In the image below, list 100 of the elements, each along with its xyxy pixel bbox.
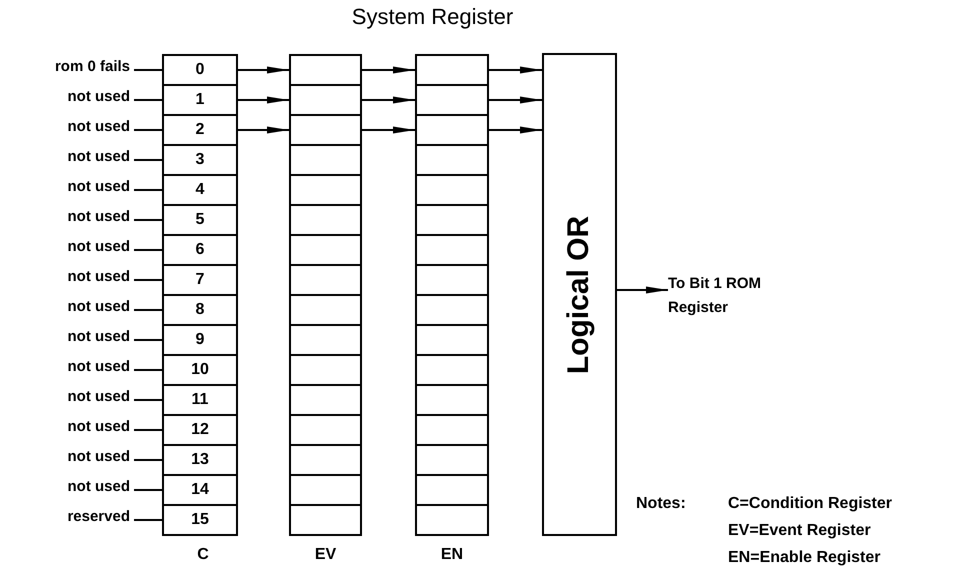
- bit-label: not used: [68, 88, 130, 104]
- logic-block: [542, 53, 617, 536]
- connector-line: [134, 369, 162, 371]
- bit-label: not used: [68, 388, 130, 404]
- arrow: [617, 286, 668, 294]
- arrow: [238, 66, 289, 74]
- connector-line: [134, 249, 162, 251]
- register-cell: [162, 504, 238, 536]
- register-cell: [162, 204, 238, 236]
- connector-line: [134, 519, 162, 521]
- register-cell: [162, 84, 238, 116]
- connector-line: [134, 189, 162, 191]
- register-cell: [415, 324, 489, 356]
- register-cell: [289, 54, 362, 86]
- notes-heading: Notes:: [636, 495, 687, 513]
- bit-label: not used: [68, 178, 130, 194]
- register-cell: [289, 84, 362, 116]
- register-cell: [415, 174, 489, 206]
- block-label: Logical OR: [562, 215, 596, 374]
- connector-line: [134, 99, 162, 101]
- column-label: C: [196, 546, 210, 564]
- register-cell: [289, 234, 362, 266]
- output-label: To Bit 1 ROM Register: [668, 274, 762, 318]
- connector-line: [134, 279, 162, 281]
- arrow: [362, 126, 415, 134]
- register-cell: [415, 114, 489, 146]
- bit-label: not used: [68, 208, 130, 224]
- bit-number: 14: [191, 481, 209, 499]
- bit-label: not used: [68, 328, 130, 344]
- bit-number: 3: [196, 151, 204, 169]
- bit-number: 13: [191, 451, 209, 469]
- register-cell: [289, 144, 362, 176]
- register-cell: [289, 114, 362, 146]
- bit-label: not used: [68, 118, 130, 134]
- bit-number: 12: [191, 421, 209, 439]
- note-text: EN=Enable Register: [728, 549, 882, 567]
- bit-number: 6: [196, 241, 204, 259]
- register-cell: [162, 144, 238, 176]
- connector-line: [134, 159, 162, 161]
- register-cell: [162, 234, 238, 266]
- bit-label: not used: [68, 268, 130, 284]
- register-cell: [289, 174, 362, 206]
- connector-line: [134, 399, 162, 401]
- register-cell: [162, 414, 238, 446]
- register-cell: [415, 234, 489, 266]
- register-cell: [162, 114, 238, 146]
- diagram-title: System Register: [350, 4, 514, 30]
- arrow: [362, 66, 415, 74]
- arrow: [238, 126, 289, 134]
- register-cell: [415, 354, 489, 386]
- register-cell: [289, 474, 362, 506]
- arrow: [489, 66, 542, 74]
- connector-line: [134, 489, 162, 491]
- register-cell: [162, 324, 238, 356]
- bit-label: not used: [68, 418, 130, 434]
- register-cell: [415, 384, 489, 416]
- register-cell: [162, 444, 238, 476]
- register-cell: [289, 264, 362, 296]
- arrow: [489, 96, 542, 104]
- register-cell: [162, 384, 238, 416]
- bit-number: 2: [196, 121, 204, 139]
- register-cell: [289, 324, 362, 356]
- register-cell: [289, 384, 362, 416]
- register-cell: [289, 204, 362, 236]
- register-cell: [415, 144, 489, 176]
- register-cell: [162, 174, 238, 206]
- note-text: C=Condition Register: [728, 495, 894, 513]
- bit-number: 1: [196, 91, 204, 109]
- bit-label: not used: [68, 238, 130, 254]
- register-cell: [415, 84, 489, 116]
- bit-number: 15: [191, 511, 209, 529]
- bit-number: 10: [191, 361, 209, 379]
- connector-line: [134, 429, 162, 431]
- register-cell: [415, 204, 489, 236]
- connector-line: [134, 69, 162, 71]
- connector-line: [134, 459, 162, 461]
- bit-label: not used: [68, 358, 130, 374]
- note-text: EV=Event Register: [728, 522, 872, 540]
- register-cell: [162, 474, 238, 506]
- bit-number: 11: [192, 391, 208, 409]
- register-cell: [162, 54, 238, 86]
- register-cell: [289, 294, 362, 326]
- bit-number: 4: [196, 181, 204, 199]
- register-cell: [162, 354, 238, 386]
- bit-label: rom 0 fails: [54, 58, 130, 74]
- bit-label: not used: [68, 448, 130, 464]
- register-cell: [415, 474, 489, 506]
- register-cell: [415, 504, 489, 536]
- bit-number: 9: [196, 331, 204, 349]
- bit-number: 5: [196, 211, 204, 229]
- connector-line: [134, 309, 162, 311]
- arrow: [362, 96, 415, 104]
- register-cell: [162, 264, 238, 296]
- arrow: [238, 96, 289, 104]
- connector-line: [134, 339, 162, 341]
- register-cell: [289, 444, 362, 476]
- register-cell: [289, 414, 362, 446]
- bit-number: 0: [196, 61, 204, 79]
- register-cell: [415, 414, 489, 446]
- register-cell: [415, 444, 489, 476]
